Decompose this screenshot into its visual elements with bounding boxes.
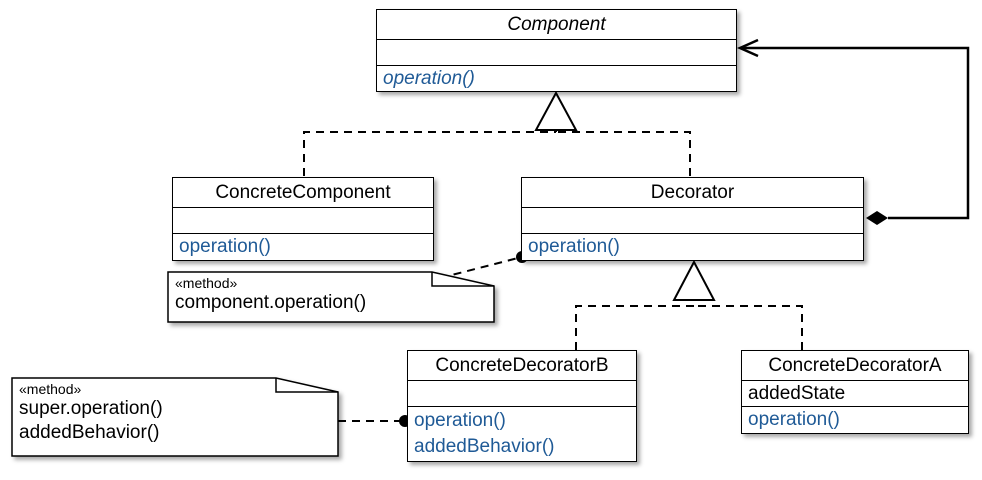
operation-decorator: operation() bbox=[522, 233, 863, 259]
operation-concrete-component: operation() bbox=[173, 233, 433, 259]
operation-concrete-decorator-b: operation() bbox=[414, 410, 506, 431]
note-shape-decorator bbox=[167, 271, 495, 323]
class-name-concrete-decorator-b: ConcreteDecoratorB bbox=[435, 355, 609, 376]
class-concrete-decorator-a[interactable]: ConcreteDecoratorA addedState operation(… bbox=[741, 350, 969, 434]
dashed-connector-decorator bbox=[556, 131, 691, 176]
dashed-connector-concrete-component bbox=[303, 131, 556, 176]
note-concrete-decorator-b-method[interactable]: «method» super.operation() addedBehavior… bbox=[19, 381, 269, 445]
class-name-concrete-decorator-a: ConcreteDecoratorA bbox=[768, 355, 942, 376]
note-text-component-operation: component.operation() bbox=[175, 292, 367, 313]
class-component[interactable]: Component operation() bbox=[376, 9, 737, 92]
note-stereotype-decorator: «method» bbox=[175, 275, 238, 291]
dashed-connector-concrete-decorator-a bbox=[694, 305, 803, 350]
inheritance-triangle-component bbox=[534, 90, 578, 131]
generalization-to-component bbox=[303, 90, 691, 176]
attributes-section-decorator bbox=[522, 207, 863, 233]
open-arrow-head bbox=[736, 38, 759, 58]
note-text-super-operation: super.operation() bbox=[19, 398, 163, 419]
class-name-component: Component bbox=[507, 14, 606, 35]
generalization-to-decorator bbox=[575, 259, 803, 350]
composition-diamond bbox=[866, 211, 888, 225]
class-concrete-component[interactable]: ConcreteComponent operation() bbox=[172, 177, 434, 261]
operation-component: operation() bbox=[377, 65, 736, 91]
attributes-section-component bbox=[377, 39, 736, 65]
class-name-decorator: Decorator bbox=[650, 182, 735, 203]
class-concrete-decorator-b[interactable]: ConcreteDecoratorB operation() addedBeha… bbox=[407, 350, 637, 462]
attributes-section-concrete-decorator-b bbox=[408, 380, 636, 406]
dashed-connector-concrete-decorator-b bbox=[575, 305, 694, 350]
note-decorator-method[interactable]: «method» component.operation() bbox=[175, 275, 425, 315]
attributes-section-concrete-component bbox=[173, 207, 433, 233]
aggregation-line bbox=[740, 46, 970, 220]
operation-concrete-decorator-a: operation() bbox=[742, 406, 968, 432]
inheritance-triangle-decorator bbox=[672, 259, 716, 301]
note-text-added-behavior: addedBehavior() bbox=[19, 422, 160, 443]
note-stereotype-b: «method» bbox=[19, 381, 82, 397]
note-anchor-line-decorator bbox=[439, 256, 523, 279]
operations-section-concrete-decorator-b: operation() addedBehavior() bbox=[408, 406, 636, 460]
aggregation-decorator-component bbox=[736, 38, 970, 225]
class-name-concrete-component: ConcreteComponent bbox=[215, 182, 391, 203]
added-behavior-concrete-decorator-b: addedBehavior() bbox=[414, 436, 555, 457]
note-shape-b bbox=[11, 377, 339, 457]
class-decorator[interactable]: Decorator operation() bbox=[521, 177, 864, 261]
attribute-added-state: addedState bbox=[742, 380, 968, 406]
